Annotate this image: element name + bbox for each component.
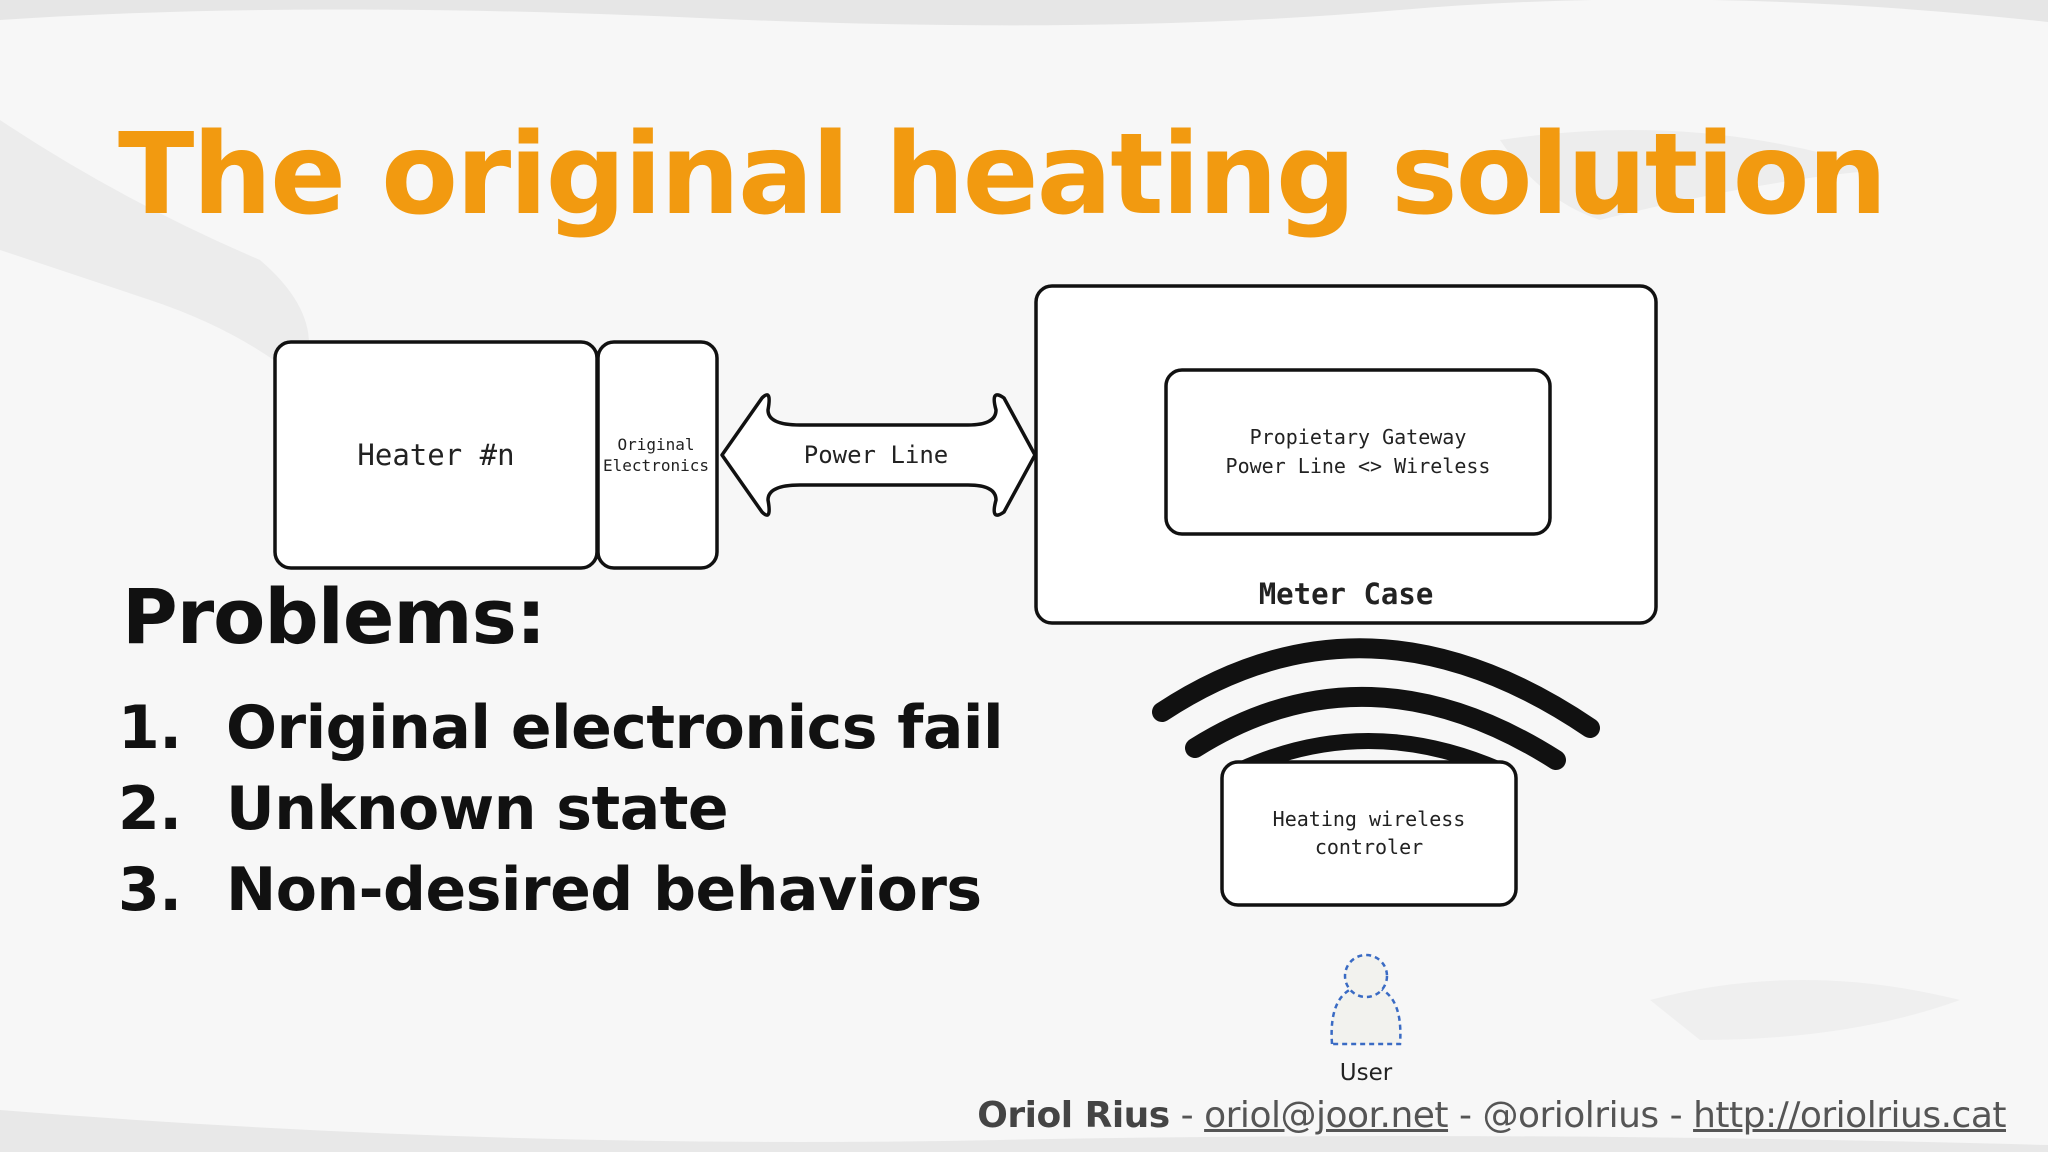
gateway-label-line2: Power Line <> Wireless [1226,454,1491,478]
gateway-label-line1: Propietary Gateway [1250,425,1467,449]
problem-text: Original electronics fail [226,693,1004,763]
meter-case-label: Meter Case [1259,577,1434,611]
problem-item: 3. Non-desired behaviors [118,850,1003,931]
problem-item: 2. Unknown state [118,769,1003,850]
twitter-handle: @oriolrius [1482,1095,1659,1136]
author-name: Oriol Rius [977,1095,1170,1136]
website-link[interactable]: http://oriolrius.cat [1693,1095,2006,1136]
problem-number: 1. [118,693,182,763]
wireless-signal-icon [1152,638,1600,778]
footer-separator: - [1658,1095,1694,1136]
problem-text: Unknown state [226,774,729,844]
slide-title: The original heating solution [118,110,1887,240]
controller-label-line2: controler [1315,835,1423,859]
email-link[interactable]: oriol@joor.net [1204,1095,1449,1136]
power-line-label: Power Line [804,441,949,469]
electronics-label-line1: Original [617,435,694,454]
problem-item: 1. Original electronics fail [118,688,1004,769]
footer-separator: - [1169,1095,1205,1136]
electronics-label-line2: Electronics [603,456,709,475]
footer-separator: - [1448,1095,1483,1136]
gateway-box [1164,368,1552,536]
problems-list: 1. Original electronics fail 2. Unknown st… [118,688,1004,931]
problems-heading: Problems: [122,572,546,661]
user-label: User [1340,1060,1393,1086]
controller-box [1220,760,1518,907]
footer: Oriol Rius - oriol@joor.net - @oriolrius… [977,1095,2006,1136]
heater-label: Heater #n [357,438,514,472]
problem-number: 2. [118,774,182,844]
user-icon [1330,953,1402,1046]
problem-number: 3. [118,855,182,925]
electronics-box [596,340,719,570]
problem-text: Non-desired behaviors [226,855,982,925]
controller-label-line1: Heating wireless [1273,807,1466,831]
